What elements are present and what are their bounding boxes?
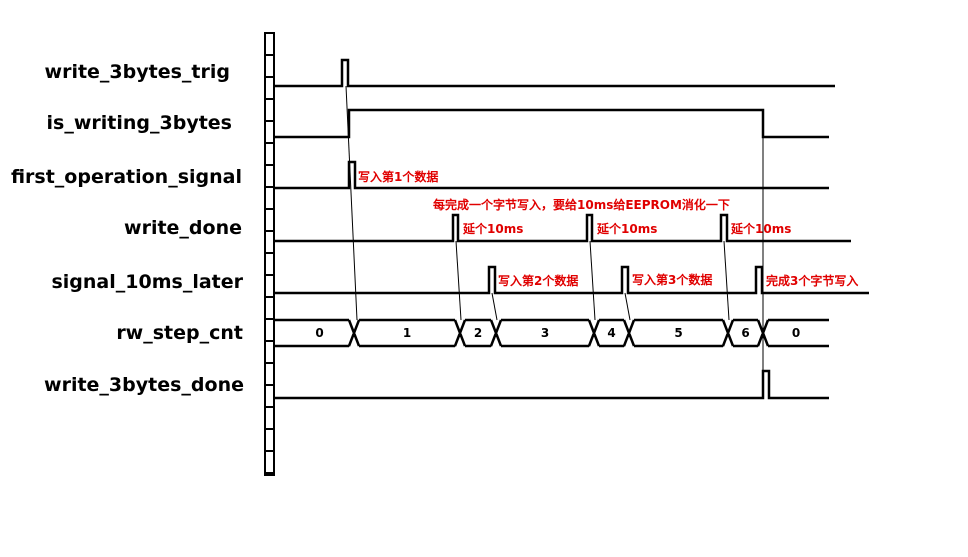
annotation-write-byte-1: 写入第1个数据 [358,169,438,184]
causality-lines [345,85,764,398]
causality-line [624,292,631,321]
rw-step-cnt-value: 1 [403,326,411,340]
wave-write-3bytes-done [275,369,829,400]
label-rw-step-cnt: rw_step_cnt [116,322,243,344]
rw-step-cnt-value: 5 [674,326,682,340]
causality-line [455,240,462,321]
signal-labels: write_3bytes_trig is_writing_3bytes firs… [11,61,244,396]
annotation-per-byte-note: 每完成一个字节写入，要给10ms给EEPROM消化一下 [433,197,730,212]
annotations: 写入第1个数据 每完成一个字节写入，要给10ms给EEPROM消化一下 延个10… [358,169,858,288]
rw-step-cnt-value: 4 [607,326,615,340]
rw-step-cnt-value: 6 [741,326,749,340]
annotation-write-byte-3: 写入第3个数据 [632,272,712,287]
label-write-done: write_done [124,217,242,239]
label-first-operation-signal: first_operation_signal [11,166,242,188]
annotation-delay-2: 延个10ms [596,221,657,236]
causality-line [589,240,596,321]
annotation-delay-3: 延个10ms [730,221,791,236]
label-is-writing-3bytes: is_writing_3bytes [47,112,232,134]
causality-line [491,292,498,321]
annotation-write-byte-2: 写入第2个数据 [498,273,578,288]
rw-step-cnt-value: 0 [315,326,323,340]
label-signal-10ms-later: signal_10ms_later [51,271,243,293]
label-write-3bytes-done: write_3bytes_done [44,374,244,396]
bus-outline [275,318,829,348]
rw-step-cnt-value: 3 [541,326,549,340]
wave-signal-10ms-later [275,265,869,295]
bus-rw-step-cnt: 0 1 2 3 4 5 6 0 [275,318,829,348]
causality-line [345,85,358,321]
wave-is-writing-3bytes [275,108,829,139]
annotation-done-3-bytes: 完成3个字节写入 [766,273,858,288]
rw-step-cnt-value: 0 [792,326,800,340]
wave-write-3bytes-trig [275,58,835,88]
causality-line [723,240,730,321]
wave-write-done [275,213,851,243]
wave-first-operation-signal [275,160,829,190]
rw-step-cnt-value: 2 [474,326,482,340]
label-write-3bytes-trig: write_3bytes_trig [45,61,230,83]
annotation-delay-1: 延个10ms [462,221,523,236]
time-ruler [264,32,275,476]
